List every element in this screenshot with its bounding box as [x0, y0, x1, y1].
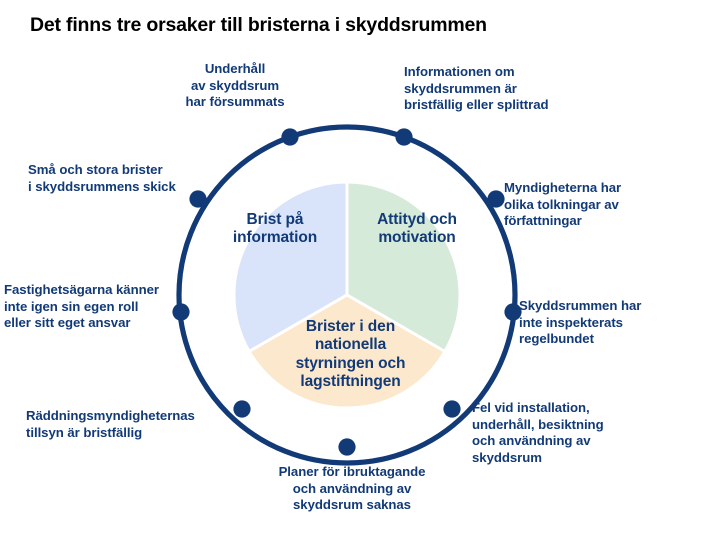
callout-fel-vid-installation: Fel vid installation, underhåll, besiktn… [472, 400, 604, 465]
pie-segment-brister-i-den-nationella-styrningen [247, 293, 447, 410]
ring-dot-myndigheter-tolkningar [487, 190, 505, 208]
pie-segment-brist-pa-information [232, 180, 349, 354]
ring-dot-underhall-forsummats [281, 128, 299, 146]
callout-myndigheter-tolkningar: Myndigheterna har olika tolkningar av fö… [504, 180, 622, 229]
callout-sma-och-stora-brister: Små och stora brister i skyddsrummens sk… [28, 162, 176, 194]
callout-fastighetsagarna-roll: Fastighetsägarna känner inte igen sin eg… [4, 282, 159, 331]
ring-dot-fel-vid-installation [443, 400, 461, 418]
page-title: Det finns tre orsaker till bristerna i s… [30, 14, 487, 36]
pie-label-attityd-och-motivation: Attityd och motivation [377, 211, 457, 247]
callout-underhall-forsummats: Underhåll av skyddsrum har försummats [185, 61, 285, 110]
callout-information-bristfallig: Informationen om skyddsrummen är bristfä… [404, 64, 549, 113]
ring-dot-fastighetsagarna-roll [172, 303, 190, 321]
ring-dot-planer-saknas [338, 438, 356, 456]
ring-dot-raddningsmyndigheter-tillsyn [233, 400, 251, 418]
callout-inte-inspekterats: Skyddsrummen har inte inspekterats regel… [519, 298, 642, 347]
ring-dot-sma-och-stora-brister [189, 190, 207, 208]
outer-ring [176, 124, 518, 466]
callout-raddningsmyndigheter-tillsyn: Räddningsmyndigheternas tillsyn är brist… [26, 408, 195, 440]
pie-segment-attityd-och-motivation [345, 180, 462, 354]
pie-label-brist-pa-information: Brist på information [232, 211, 318, 247]
ring-dot-inte-inspekterats [504, 303, 522, 321]
ring-dot-information-bristfallig [395, 128, 413, 146]
pie-label-brister-i-den-nationella-styrningen: Brister i den nationella styrningen och … [295, 318, 406, 390]
callout-planer-saknas: Planer för ibruktagande och användning a… [278, 464, 426, 513]
